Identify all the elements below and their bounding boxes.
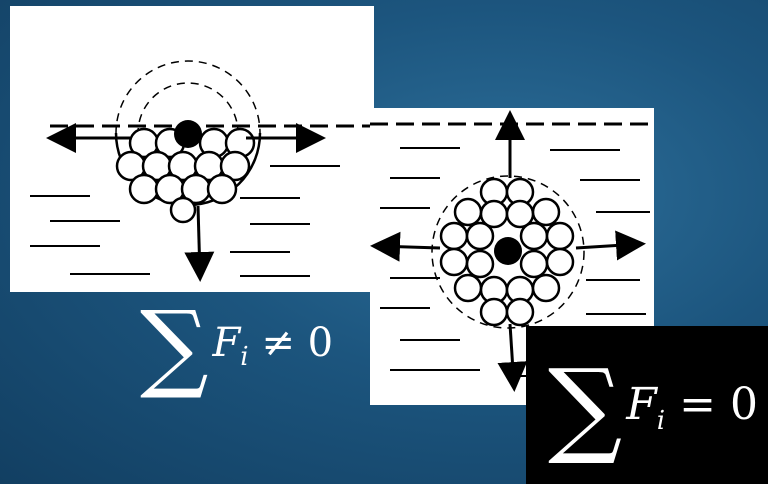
sum-symbol: ∑: [548, 346, 623, 468]
neighbor-molecules: [115, 127, 256, 224]
force-variable: F: [212, 320, 241, 366]
bulk-molecule-diagram: [370, 110, 654, 392]
relation: ≠ 0: [261, 320, 334, 366]
bulk-molecule-panel: [370, 108, 654, 405]
force-arrow-right: [575, 230, 646, 261]
liquid-lines: [380, 147, 650, 377]
relation: = 0: [679, 378, 758, 430]
force-arrow-down: [497, 323, 528, 392]
sum-symbol: ∑: [140, 290, 209, 402]
surface-molecule-panel: [10, 6, 374, 292]
liquid-lines: [30, 165, 340, 277]
force-arrow-down: [184, 205, 215, 282]
surface-molecule: [174, 120, 202, 148]
force-index: i: [656, 405, 666, 436]
force-index: i: [240, 342, 249, 372]
formula-box: [526, 326, 768, 484]
net-force-zero-formula: ∑ Fi = 0: [548, 352, 758, 462]
force-arrow-left: [370, 231, 441, 262]
neighbor-molecules: [439, 177, 575, 327]
force-variable: F: [626, 378, 657, 430]
net-force-nonzero-formula: ∑ Fi ≠ 0: [140, 296, 333, 396]
bulk-molecule: [494, 237, 522, 265]
interaction-sphere: [431, 175, 585, 329]
surface-molecule-diagram: [30, 60, 374, 282]
